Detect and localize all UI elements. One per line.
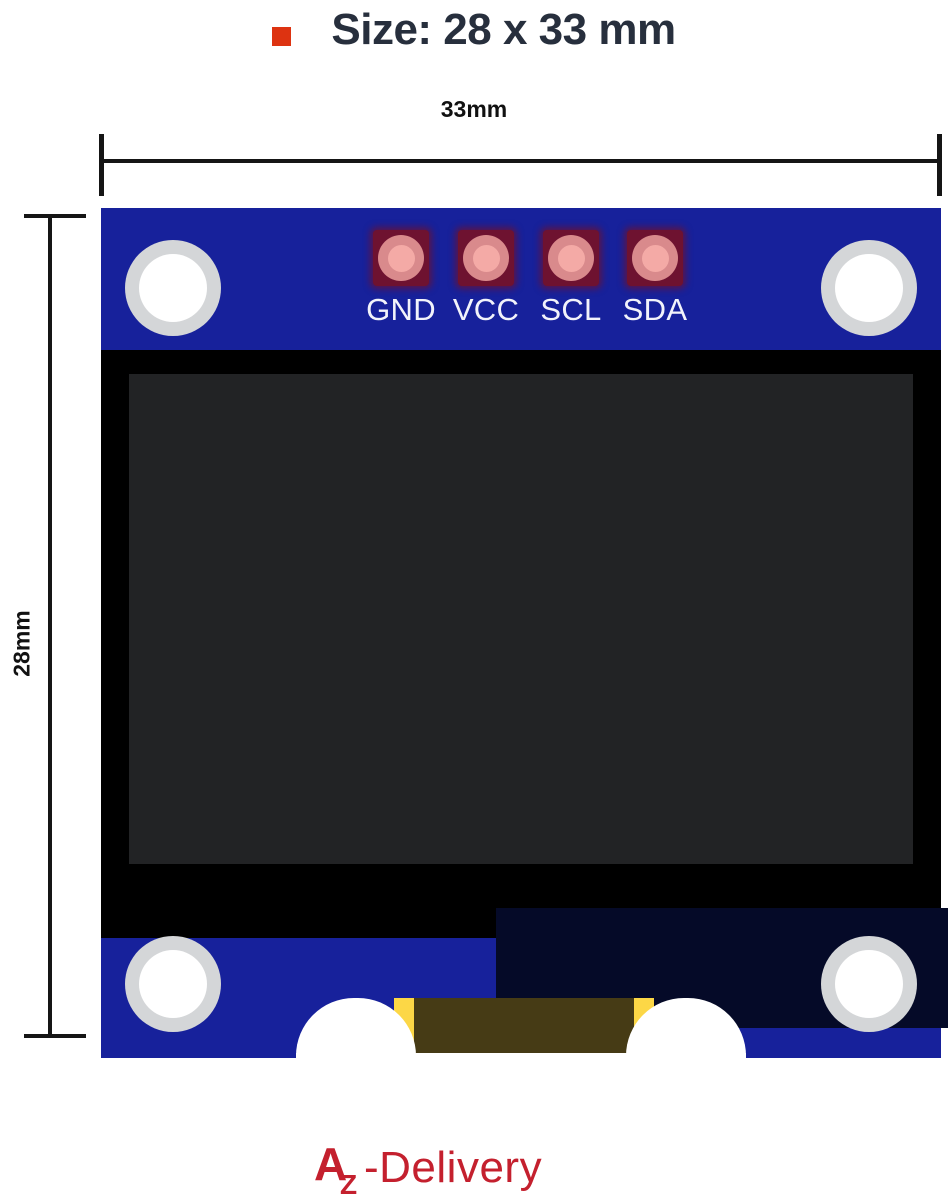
oled-display-module: GND VCC SCL SDA [101,208,948,1073]
height-dimension-tick-top [24,214,86,218]
pin-hole-icon [632,235,678,281]
pin-header-row: GND VCC SCL SDA [366,230,687,350]
logo-letter-a: A [314,1140,346,1190]
pin-hole-icon [548,235,594,281]
height-dimension-label: 28mm [8,610,35,677]
title-bullet-icon [272,26,292,46]
width-dimension-tick-right [937,134,942,196]
page-title: Size: 28 x 33 mm [0,0,948,60]
brand-logo: A Z -Delivery [0,1138,948,1200]
oled-screen-active-area [129,374,913,864]
pin-hole-icon [463,235,509,281]
mounting-hole-top-right [821,240,917,336]
width-dimension-label: 33mm [440,96,508,122]
logo-wordmark: -Delivery [364,1143,542,1192]
logo-letter-z: Z [340,1169,357,1198]
width-dimension-line [101,159,940,163]
height-dimension-line [48,216,52,1036]
oled-screen-bezel [101,350,941,938]
pin-label-sda: SDA [622,292,688,327]
mounting-hole-top-left [125,240,221,336]
pin-vcc: VCC [453,230,519,327]
pin-sda: SDA [623,230,687,327]
connector-olive-strip [414,998,634,1060]
pin-pad-icon [543,230,599,286]
pin-hole-icon [378,235,424,281]
title-text: Size: 28 x 33 mm [331,5,676,54]
pcb-bottom-cutout [296,1053,746,1073]
pin-label-gnd: GND [366,292,436,327]
height-dimension-tick-bottom [24,1034,86,1038]
mounting-hole-bottom-left [125,936,221,1032]
pin-pad-icon [373,230,429,286]
az-delivery-logo-icon: A Z -Delivery [314,1140,542,1198]
mounting-hole-bottom-right [821,936,917,1032]
width-dimension-tick-left [99,134,104,196]
pin-pad-icon [458,230,514,286]
pin-label-scl: SCL [540,292,602,327]
pin-pad-icon [627,230,683,286]
pin-gnd: GND [366,230,436,327]
pin-label-vcc: VCC [452,292,520,327]
pin-scl: SCL [540,230,601,327]
